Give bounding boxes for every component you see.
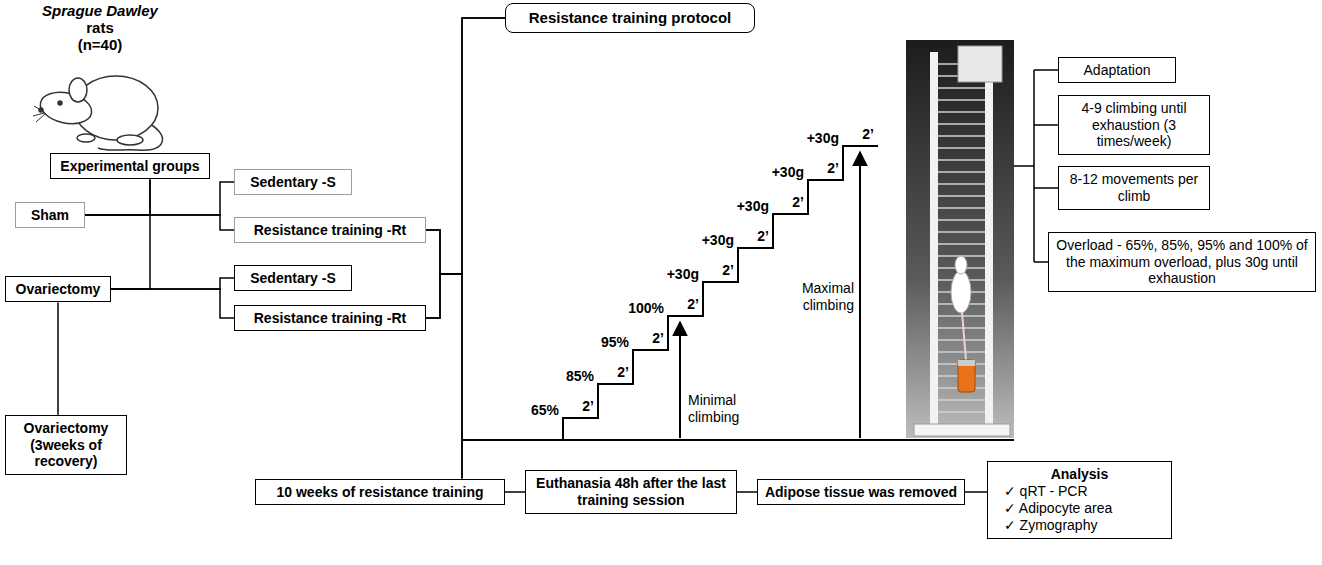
title-label: rats	[86, 19, 114, 37]
connector-line	[426, 18, 505, 274]
photo-rat-body	[951, 271, 971, 313]
step-label: 2’	[757, 228, 769, 245]
title-label: Sprague Dawley	[42, 2, 158, 20]
rat-ear	[69, 78, 87, 102]
baseline	[462, 439, 1014, 441]
process-box: Resistance training -Rt	[234, 305, 426, 332]
list-item: ✓ qRT - PCR	[994, 483, 1165, 500]
top-cage	[958, 46, 1002, 82]
ladder-photo	[906, 40, 1014, 438]
connector-line	[426, 230, 462, 479]
connector-line	[85, 179, 150, 215]
connector-line	[57, 302, 59, 414]
photo-rat-tail	[962, 312, 966, 360]
rat-eye	[58, 101, 62, 105]
box-label: Euthanasia 48h after the last training s…	[532, 475, 730, 509]
box-label: Experimental groups	[57, 158, 203, 175]
step-label: +30g	[807, 130, 839, 147]
step-label: +30g	[737, 198, 769, 215]
maximal-arrow	[859, 152, 861, 438]
connector-line	[426, 18, 505, 318]
weight-cap	[958, 360, 975, 366]
rat-whiskers	[33, 106, 45, 122]
protocol-box: Resistance training protocol	[505, 3, 755, 33]
process-box: Ovariectomy	[5, 276, 111, 303]
box-label: Sham	[22, 207, 78, 224]
step-label: 2’	[687, 296, 699, 313]
photo-rat-head	[955, 256, 967, 274]
ladder-rail	[985, 52, 993, 428]
minimal-arrow	[679, 322, 681, 438]
title-label: (n=40)	[78, 36, 123, 54]
step-label: +30g	[772, 164, 804, 181]
step-label: 2’	[722, 262, 734, 279]
process-box: Adaptation	[1058, 57, 1176, 84]
process-box: Resistance training -Rt	[234, 217, 426, 244]
connector-line	[426, 274, 462, 479]
process-box: Ovariectomy (3weeks of recovery)	[5, 415, 127, 475]
connector-line	[85, 215, 234, 230]
process-box: Sham	[15, 202, 85, 229]
process-box: Analysis✓ qRT - PCR✓ Adipocyte area✓ Zym…	[987, 461, 1172, 538]
staircase	[563, 146, 878, 440]
box-label: Adipose tissue was removed	[764, 484, 958, 501]
arrow-label: Minimal climbing	[688, 392, 750, 426]
box-label: Overload - 65%, 85%, 95% and 100% of the…	[1055, 237, 1309, 287]
box-label: Ovariectomy (3weeks of recovery)	[12, 420, 120, 470]
rat-drawing	[33, 76, 163, 150]
step-label: 65%	[531, 402, 559, 419]
box-label: Resistance training -Rt	[241, 222, 419, 239]
process-box: Sedentary -S	[234, 265, 352, 292]
box-label: Adaptation	[1065, 62, 1169, 79]
box-label: Sedentary -S	[241, 174, 345, 191]
process-box: Adipose tissue was removed	[757, 479, 965, 506]
connector-line	[737, 491, 757, 493]
step-label: 2’	[862, 126, 874, 143]
ladder-base	[914, 424, 1010, 436]
connector-line	[505, 491, 525, 493]
rat-hind-foot	[117, 135, 143, 145]
process-box: Sedentary -S	[234, 169, 352, 196]
connector-line	[111, 278, 234, 289]
step-label: 2’	[827, 160, 839, 177]
rat-front-foot	[77, 134, 95, 142]
ladder-rail	[930, 52, 938, 428]
step-label: 95%	[601, 334, 629, 351]
process-box: Euthanasia 48h after the last training s…	[525, 470, 737, 514]
step-label: +30g	[667, 266, 699, 283]
connector-line	[965, 491, 987, 493]
process-box: 4-9 climbing until exhaustion (3 times/w…	[1058, 95, 1210, 155]
box-label: 8-12 movements per climb	[1065, 171, 1203, 205]
step-label: 85%	[566, 368, 594, 385]
process-box: Overload - 65%, 85%, 95% and 100% of the…	[1048, 232, 1316, 292]
photo-ground	[906, 40, 1014, 438]
step-label: 2’	[792, 194, 804, 211]
list-item: ✓ Adipocyte area	[994, 500, 1165, 517]
box-label: Analysis	[994, 466, 1165, 483]
step-label: 100%	[628, 300, 664, 317]
process-box: Experimental groups	[50, 153, 210, 180]
connector-line	[85, 182, 234, 215]
box-label: 4-9 climbing until exhaustion (3 times/w…	[1065, 100, 1203, 150]
step-label: 2’	[652, 330, 664, 347]
process-box: 8-12 movements per climb	[1058, 166, 1210, 210]
box-label: Sedentary -S	[241, 270, 345, 287]
box-label: Resistance training -Rt	[241, 310, 419, 327]
list-item: ✓ Zymography	[994, 517, 1165, 534]
box-label: Resistance training protocol	[514, 9, 746, 27]
connector-line	[111, 289, 234, 318]
step-label: 2’	[617, 364, 629, 381]
box-label: Ovariectomy	[12, 281, 104, 298]
step-label: 2’	[582, 398, 594, 415]
ladder-rungs	[938, 64, 985, 412]
step-label: +30g	[702, 232, 734, 249]
box-label: 10 weeks of resistance training	[262, 484, 498, 501]
process-box: 10 weeks of resistance training	[255, 479, 505, 506]
connector-line	[111, 179, 150, 289]
arrow-label: Maximal climbing	[792, 280, 854, 314]
overload-weight	[958, 360, 975, 392]
